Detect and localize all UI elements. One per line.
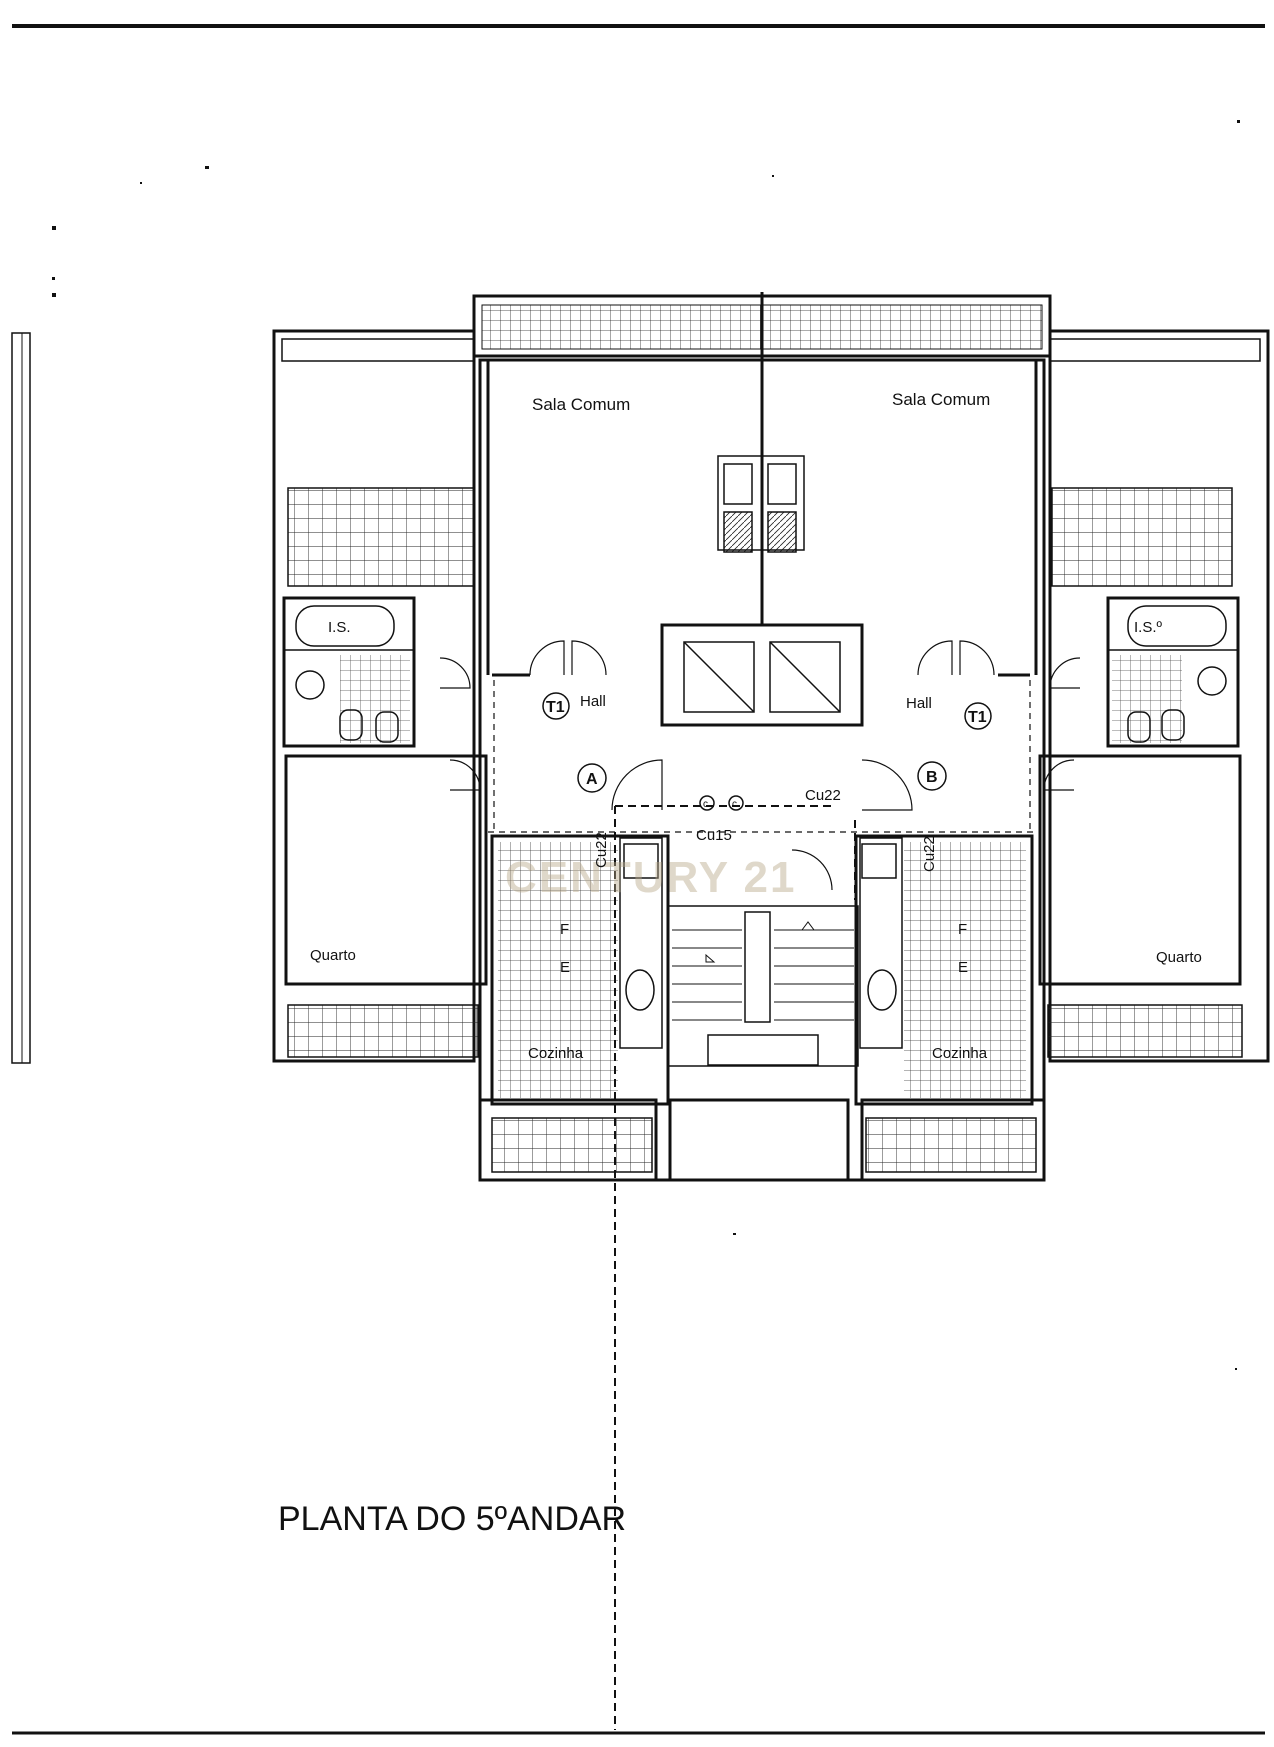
toilet-left <box>339 709 363 741</box>
water-heater-left <box>295 670 325 700</box>
counter-right <box>859 837 903 1049</box>
room-label-cozinha-left: Cozinha <box>528 1045 584 1062</box>
scan-specks <box>52 120 1240 1370</box>
chimney-ducts <box>717 455 805 553</box>
stair-treads <box>672 921 854 1021</box>
watermark: CENTURY 21 <box>505 853 796 902</box>
marker-c1: c <box>703 799 708 810</box>
bathtub-right <box>1127 605 1227 647</box>
marker-f-left: F <box>560 921 569 938</box>
room-labels: Sala Comum Sala Comum Hall Hall Quarto Q… <box>310 390 1202 1062</box>
room-label-quarto-right: Quarto <box>1156 949 1202 966</box>
bidet-left <box>375 711 399 743</box>
pipe-label-cu15: Cu15 <box>696 827 732 844</box>
room-label-is-right: I.S.º <box>1134 619 1163 636</box>
marker-c2: c <box>732 799 737 810</box>
room-label-sala-comum-left: Sala Comum <box>532 395 630 414</box>
left-margin-strip <box>11 332 31 1064</box>
pipe-labels: Cu22 Cu15 Cu22 Cu22 <box>593 787 938 872</box>
room-label-quarto-left: Quarto <box>310 947 356 964</box>
marker-e-right: E <box>958 959 968 976</box>
marker-t1-left: T1 <box>546 699 565 716</box>
bathroom-floor-tiles <box>340 655 1182 743</box>
sink-right <box>867 969 897 1011</box>
counter-left <box>619 837 663 1049</box>
sink-left <box>625 969 655 1011</box>
pipe-label-cu22-left: Cu22 <box>593 832 610 868</box>
stove-right <box>861 843 897 879</box>
room-label-cozinha-right: Cozinha <box>932 1045 988 1062</box>
interior-walls <box>282 360 1242 1106</box>
pipe-label-cu22-top: Cu22 <box>805 787 841 804</box>
meter-markers: F E F E <box>560 921 968 976</box>
door-swings <box>439 640 1081 891</box>
balconies <box>287 487 1243 1173</box>
fixtures <box>295 605 1227 1049</box>
marker-f-right: F <box>958 921 967 938</box>
room-label-hall-right: Hall <box>906 695 932 712</box>
room-label-sala-comum-right: Sala Comum <box>892 390 990 409</box>
dashed-openings <box>488 680 1036 833</box>
building-walls <box>272 292 1270 1182</box>
marker-e-left: E <box>560 959 570 976</box>
unit-markers: T1 T1 A B c c <box>542 692 992 811</box>
pipe-label-cu22-right: Cu22 <box>921 836 938 872</box>
gas-pipes <box>614 805 856 1730</box>
plan-title: PLANTA DO 5ºANDAR <box>278 1500 626 1538</box>
bathtub-left <box>295 605 395 647</box>
marker-unit-b: B <box>926 769 938 786</box>
kitchen-floor-tiles <box>498 842 1026 1098</box>
bidet-right <box>1161 709 1185 741</box>
toilet-right <box>1127 711 1151 743</box>
room-label-hall-left: Hall <box>580 693 606 710</box>
marker-unit-a: A <box>586 771 598 788</box>
water-heater-right <box>1197 666 1227 696</box>
marker-t1-right: T1 <box>968 709 987 726</box>
room-label-is-left: I.S. <box>328 619 351 636</box>
stove-left <box>623 843 659 879</box>
